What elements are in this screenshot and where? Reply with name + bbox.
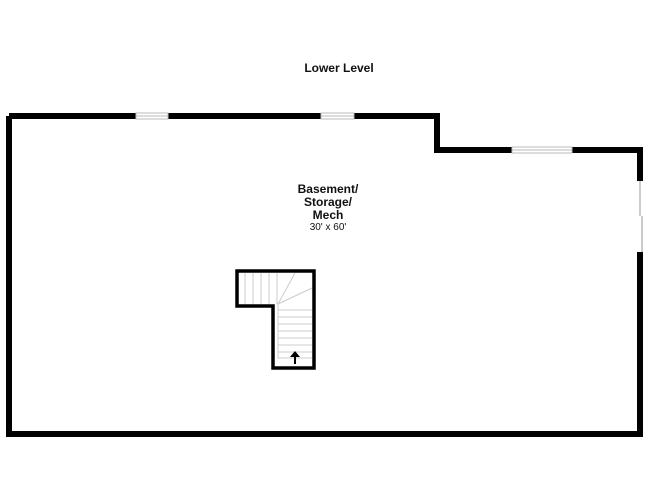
staircase — [235, 269, 316, 370]
room-dimensions: 30' x 60' — [309, 222, 347, 233]
exterior-walls — [6, 113, 643, 437]
floor-title: Lower Level — [304, 61, 374, 75]
room-basement: Basement/ Storage/ Mech 30' x 60' — [268, 183, 388, 234]
room-name: Basement/ Storage/ Mech — [297, 182, 359, 222]
windows — [135, 112, 573, 154]
arrow-up-icon — [290, 351, 300, 364]
door — [639, 181, 643, 252]
